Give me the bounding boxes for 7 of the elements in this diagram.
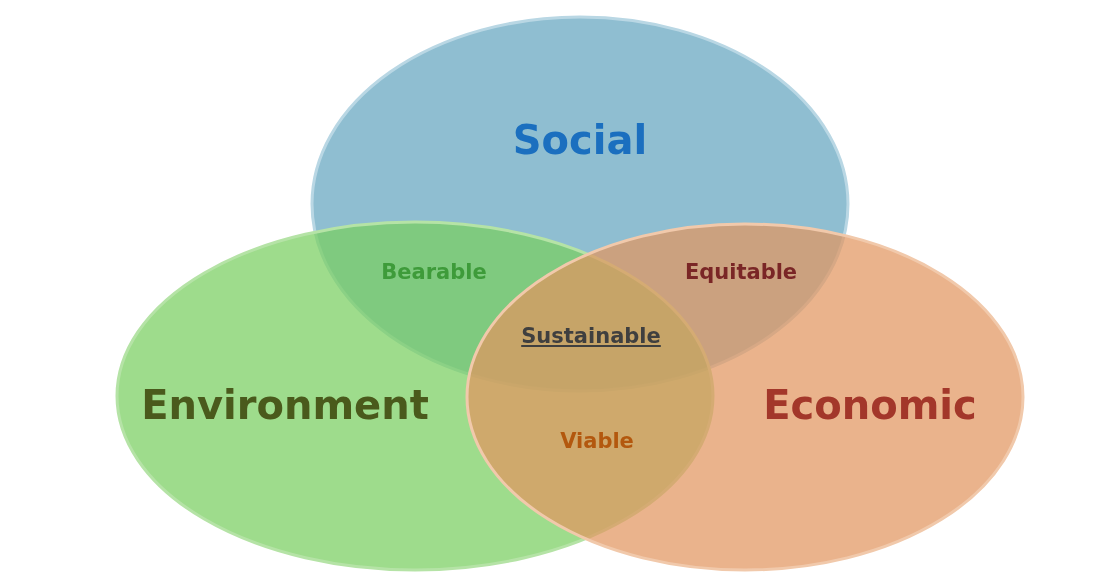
circle-title: Environment xyxy=(141,382,429,428)
overlap-label: Equitable xyxy=(684,260,798,284)
overlap-label: Bearable xyxy=(381,260,487,284)
overlap-label: Viable xyxy=(560,429,634,453)
circle-title: Social xyxy=(512,117,648,163)
overlap-label: Sustainable xyxy=(521,324,661,348)
circle-title: Economic xyxy=(763,382,977,428)
